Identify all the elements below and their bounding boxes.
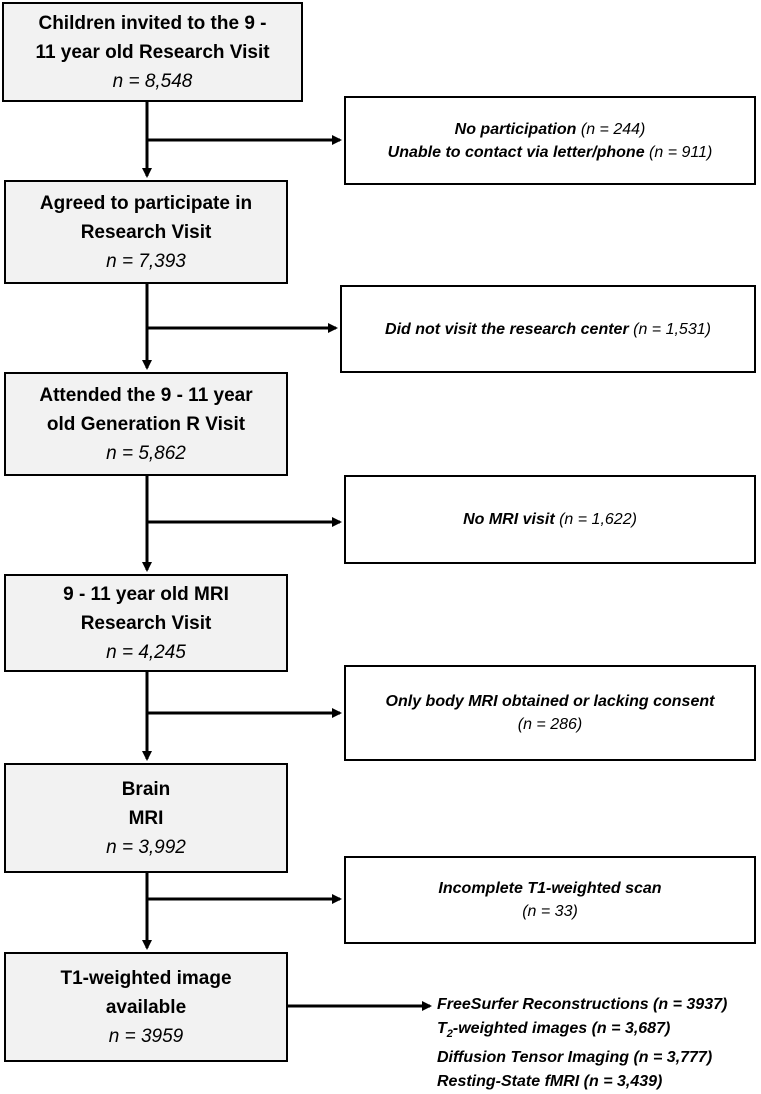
outcome-item-resting-state: Resting-State fMRI (n = 3,439) bbox=[437, 1073, 663, 1091]
step-label: MRI bbox=[128, 807, 164, 829]
exclusion-line: Did not visit the research center (n = 1… bbox=[385, 318, 711, 341]
exclusion-line: (n = 286) bbox=[518, 713, 582, 736]
outcome-t2-subscript: 2 bbox=[446, 1028, 453, 1041]
exclusion-reason: Incomplete T1-weighted scan bbox=[438, 880, 662, 897]
outcome-t2-prefix: T bbox=[437, 1020, 447, 1037]
step-count: n = 8,548 bbox=[112, 70, 193, 92]
step-count: n = 4,245 bbox=[106, 641, 186, 663]
exclusion-line: Incomplete T1-weighted scan bbox=[438, 877, 661, 900]
exclusion-count: (n = 33) bbox=[522, 903, 578, 920]
step-count: n = 5,862 bbox=[106, 442, 186, 464]
exclusion-line: Only body MRI obtained or lacking consen… bbox=[386, 690, 715, 713]
step-label: Research Visit bbox=[80, 612, 212, 634]
outcome-item-freesurfer: FreeSurfer Reconstructions (n = 3937) bbox=[437, 996, 728, 1013]
exclusion-reason: Did not visit the research center bbox=[385, 320, 629, 338]
step-label: old Generation R Visit bbox=[46, 413, 246, 435]
step-box-attended: Attended the 9 - 11 year old Generation … bbox=[4, 372, 288, 476]
exclusion-line: Unable to contact via letter/phone (n = … bbox=[388, 141, 713, 164]
exclusion-reason: Only body MRI obtained or lacking consen… bbox=[385, 693, 715, 710]
step-label: Brain bbox=[121, 778, 171, 800]
outcome-item-dti: Diffusion Tensor Imaging (n = 3,777) bbox=[437, 1049, 713, 1067]
exclusion-count: (n = 244) bbox=[580, 120, 646, 138]
exclusion-reason: No participation bbox=[454, 120, 577, 138]
exclusion-box-incomplete-t1: Incomplete T1-weighted scan (n = 33) bbox=[344, 856, 756, 944]
exclusion-box-no-participation: No participation (n = 244) Unable to con… bbox=[344, 96, 756, 185]
step-label: available bbox=[105, 996, 187, 1018]
step-count: n = 3959 bbox=[108, 1025, 184, 1047]
step-box-mri-visit: 9 - 11 year old MRI Research Visit n = 4… bbox=[4, 574, 288, 672]
exclusion-reason: No MRI visit bbox=[463, 511, 555, 528]
exclusion-count: (n = 1,622) bbox=[559, 511, 637, 528]
outcomes-list: FreeSurfer Reconstructions (n = 3937) T2… bbox=[437, 993, 759, 1094]
exclusion-count: (n = 286) bbox=[517, 716, 583, 733]
step-count: n = 7,393 bbox=[106, 250, 186, 272]
exclusion-count: (n = 911) bbox=[649, 143, 713, 161]
exclusion-box-no-center-visit: Did not visit the research center (n = 1… bbox=[340, 285, 756, 373]
step-label: 11 year old Research Visit bbox=[35, 41, 270, 63]
step-box-brain-mri: Brain MRI n = 3,992 bbox=[4, 763, 288, 873]
exclusion-line: No MRI visit (n = 1,622) bbox=[463, 508, 637, 531]
exclusion-count: (n = 1,531) bbox=[633, 320, 711, 338]
outcome-item-t2: T2-weighted images (n = 3,687) bbox=[437, 1017, 759, 1046]
exclusion-box-no-mri-visit: No MRI visit (n = 1,622) bbox=[344, 475, 756, 564]
exclusion-line: (n = 33) bbox=[522, 900, 578, 923]
outcome-t2-rest: -weighted images (n = 3,687) bbox=[452, 1020, 671, 1037]
step-label: Attended the 9 - 11 year bbox=[39, 384, 253, 406]
step-label: Children invited to the 9 - bbox=[38, 12, 267, 34]
step-count: n = 3,992 bbox=[106, 836, 186, 858]
exclusion-reason: Unable to contact via letter/phone bbox=[387, 143, 645, 161]
step-label: 9 - 11 year old MRI bbox=[63, 583, 229, 605]
step-box-t1-available: T1-weighted image available n = 3959 bbox=[4, 952, 288, 1062]
exclusion-box-body-mri-only: Only body MRI obtained or lacking consen… bbox=[344, 665, 756, 761]
step-box-invited: Children invited to the 9 - 11 year old … bbox=[2, 2, 303, 102]
step-box-agreed: Agreed to participate in Research Visit … bbox=[4, 180, 288, 284]
exclusion-line: No participation (n = 244) bbox=[455, 118, 646, 141]
step-label: Research Visit bbox=[80, 221, 212, 243]
step-label: T1-weighted image bbox=[60, 967, 232, 989]
step-label: Agreed to participate in bbox=[39, 192, 253, 214]
